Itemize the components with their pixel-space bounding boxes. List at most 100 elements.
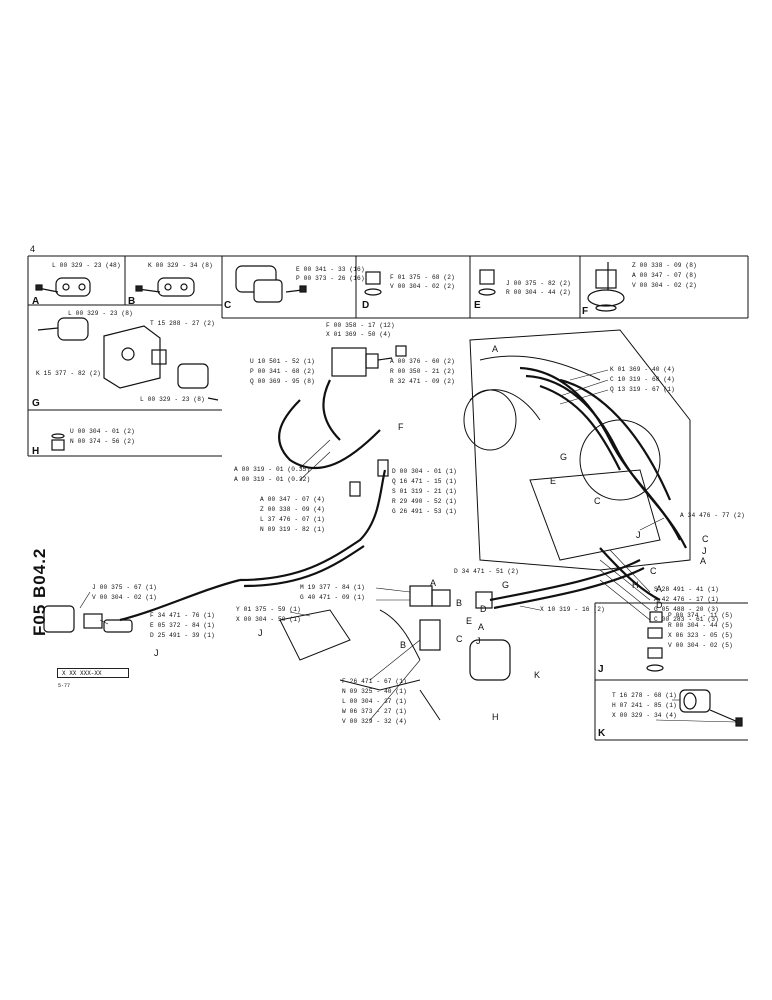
- marker-j-left2: J: [258, 628, 263, 638]
- marker-e-center: E: [466, 616, 473, 626]
- label-center-lower-2: G 40 471 - 09 (1): [300, 594, 365, 601]
- label-bottom-group-3: L 00 304 - 37 (1): [342, 698, 407, 705]
- panel-j-part-1: P 00 374 - 11 (5): [668, 612, 733, 619]
- marker-j-left: J: [154, 648, 159, 658]
- fitting-d: [364, 271, 382, 296]
- label-right-group-1: S 28 491 - 41 (1): [654, 586, 719, 593]
- marker-a-top: A: [492, 344, 499, 354]
- label-hose-left-2: A 00 319 - 01 (0.32): [234, 476, 311, 483]
- label-valve-left-2: P 00 341 - 68 (2): [250, 368, 315, 375]
- plug-h: [51, 433, 65, 451]
- label-hose-lower-2: X 10 319 - 16 (2): [540, 606, 605, 613]
- panel-d-part-1: F 01 375 - 68 (2): [390, 274, 455, 281]
- panel-c-part-1: E 00 341 - 33 (16): [296, 266, 365, 273]
- panel-e-part-1: J 00 375 - 82 (2): [506, 280, 571, 287]
- panel-f-part-2: A 00 347 - 07 (8): [632, 272, 697, 279]
- label-fitting-center-1: D 00 304 - 01 (1): [392, 468, 457, 475]
- label-tank-right-3: Q 13 319 - 67 (1): [610, 386, 675, 393]
- leader-lines: [79, 369, 737, 723]
- label-bolt-group-4: N 09 319 - 82 (1): [260, 526, 325, 533]
- panel-a-letter: A: [32, 296, 40, 307]
- panel-j-part-4: V 00 304 - 02 (5): [668, 642, 733, 649]
- label-bolt-group-3: L 37 476 - 07 (1): [260, 516, 325, 523]
- marker-g-right: G: [560, 452, 568, 462]
- panel-k-letter: K: [598, 728, 606, 739]
- panel-k-part-3: X 00 329 - 34 (4): [612, 712, 677, 719]
- hoses-center: [119, 379, 645, 622]
- panel-a-part-1: L 00 329 - 23 (48): [52, 262, 121, 269]
- panel-k-part-2: H 07 241 - 85 (1): [612, 702, 677, 709]
- marker-d-center: D: [480, 604, 487, 614]
- fitting-f: [587, 262, 625, 312]
- reference-box: X XX XXX-XX: [57, 668, 129, 678]
- sheet-code: F05 B04.2: [30, 547, 49, 636]
- label-y-group-1: Y 01 375 - 59 (1): [236, 606, 301, 613]
- panel-j-part-2: R 00 304 - 44 (5): [668, 622, 733, 629]
- label-valve-right-1: A 00 376 - 60 (2): [390, 358, 455, 365]
- panel-g-part-1: L 00 329 - 23 (8): [68, 310, 133, 317]
- marker-g-center: G: [502, 580, 510, 590]
- fittings-j: [646, 611, 664, 672]
- label-left-bolts-1: F 34 471 - 76 (1): [150, 612, 215, 619]
- panel-g-letter: G: [32, 398, 40, 409]
- label-tank-right-1: K 01 369 - 40 (4): [610, 366, 675, 373]
- panel-d-letter: D: [362, 300, 370, 311]
- label-bottom-group-5: V 00 329 - 32 (4): [342, 718, 407, 725]
- label-bolt-group-1: A 00 347 - 07 (4): [260, 496, 325, 503]
- marker-a-center: A: [430, 578, 437, 588]
- drawing-date: 5-77: [58, 683, 71, 689]
- panel-e-letter: E: [474, 300, 481, 311]
- label-y-group-2: X 00 304 - 50 (1): [236, 616, 301, 623]
- fitting-e: [478, 269, 496, 296]
- panel-c-letter: C: [224, 300, 232, 311]
- block-g: [37, 317, 219, 401]
- label-left-fitting-1: J 00 375 - 67 (1): [92, 584, 157, 591]
- clamp-c: [235, 265, 307, 303]
- marker-b-lower: B: [400, 640, 407, 650]
- label-hose-lower-1: D 34 471 - 51 (2): [454, 568, 519, 575]
- label-right-group-2: A 42 476 - 17 (1): [654, 596, 719, 603]
- marker-c-far: C: [702, 534, 709, 544]
- label-fitting-center-3: S 01 319 - 21 (1): [392, 488, 457, 495]
- label-bottom-group-1: F 26 471 - 67 (1): [342, 678, 407, 685]
- label-fitting-center-4: R 29 490 - 52 (1): [392, 498, 457, 505]
- marker-k-lower: K: [534, 670, 541, 680]
- marker-j-center: J: [476, 636, 481, 646]
- label-top-center-1: F 00 358 - 17 (12): [326, 322, 395, 329]
- marker-b-center: B: [456, 598, 463, 608]
- sheet-number: 4: [30, 244, 36, 254]
- marker-j-mid: J: [636, 530, 641, 540]
- label-bolt-group-2: Z 00 338 - 09 (4): [260, 506, 325, 513]
- panel-frames: [27, 255, 749, 741]
- panel-b-letter: B: [128, 296, 136, 307]
- panel-h-part-2: N 00 374 - 56 (2): [70, 438, 135, 445]
- label-hose-left-1: A 00 319 - 01 (0.35): [234, 466, 311, 473]
- label-left-bolts-3: D 25 491 - 39 (1): [150, 632, 215, 639]
- marker-h-lower: H: [492, 712, 499, 722]
- marker-f-top: F: [398, 422, 404, 432]
- label-valve-left-1: U 10 501 - 52 (1): [250, 358, 315, 365]
- marker-d-mid: D: [656, 600, 663, 610]
- label-fitting-center-5: G 26 491 - 53 (1): [392, 508, 457, 515]
- label-valve-left-3: Q 00 369 - 95 (8): [250, 378, 315, 385]
- panel-e-part-2: R 00 304 - 44 (2): [506, 289, 571, 296]
- label-right-group-4: C 00 283 - 61 (3): [654, 616, 719, 623]
- marker-j-far: J: [702, 546, 707, 556]
- panel-f-part-3: V 00 304 - 02 (2): [632, 282, 697, 289]
- panel-g-part-4: L 00 329 - 23 (8): [140, 396, 205, 403]
- marker-c-lower: C: [456, 634, 463, 644]
- marker-a-mid: A: [656, 584, 663, 594]
- machine-body: [463, 329, 691, 571]
- panel-j-letter: J: [598, 664, 604, 675]
- panel-c-part-2: P 00 373 - 26 (16): [296, 275, 365, 282]
- panel-g-part-3: K 15 377 - 82 (2): [36, 370, 101, 377]
- left-fitting-group: [43, 605, 133, 633]
- mount-lower: [279, 609, 441, 721]
- label-top-center-2: X 01 369 - 50 (4): [326, 331, 391, 338]
- panel-f-part-1: Z 00 338 - 09 (8): [632, 262, 697, 269]
- flange-b: [135, 277, 195, 297]
- marker-a-far: A: [700, 556, 707, 566]
- marker-e-right: E: [550, 476, 557, 486]
